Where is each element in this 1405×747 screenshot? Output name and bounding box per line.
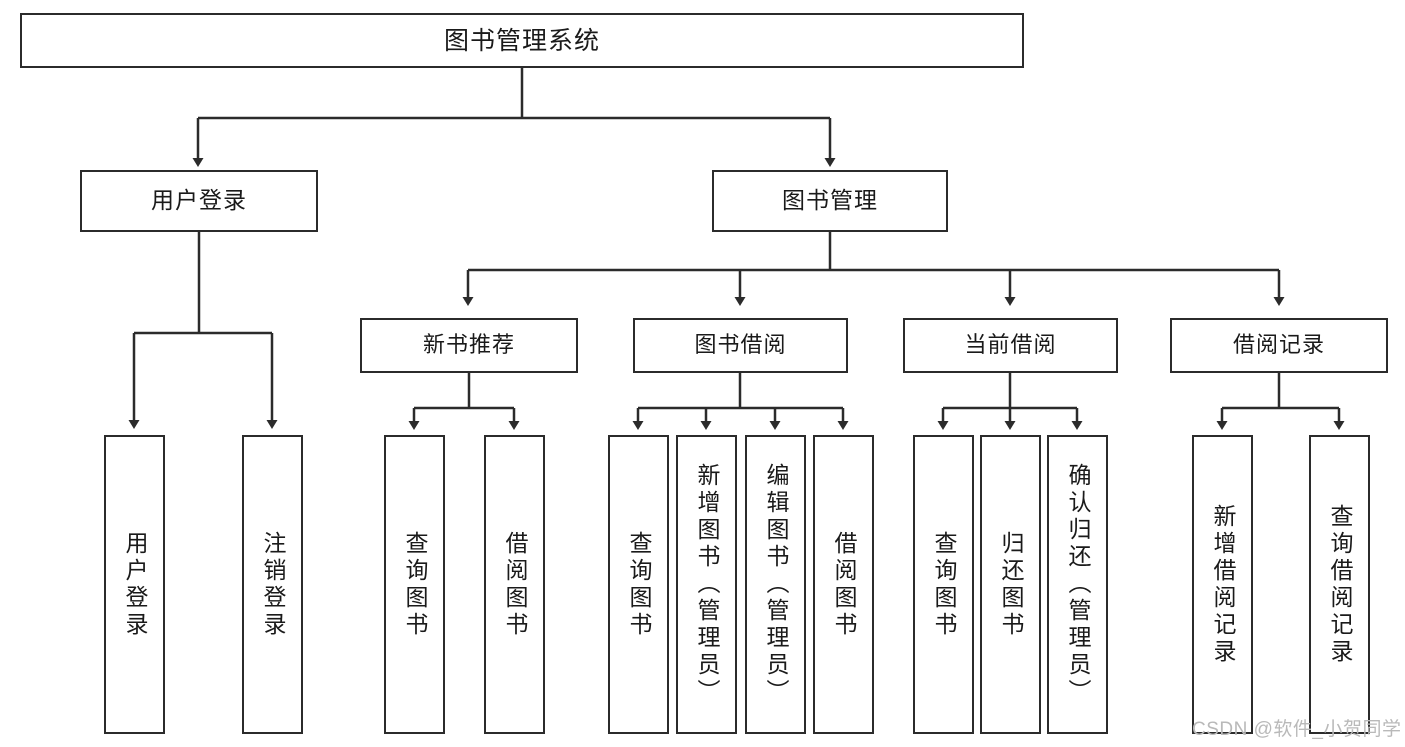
leaf-current-borrow-confirm[interactable]: 确认归还（管理员） [1047, 435, 1108, 734]
csdn-watermark: CSDN @软件_小贺同学 [1192, 719, 1402, 740]
leaf-book-borrow-query-label: 查询图书 [626, 530, 652, 639]
node-new-book-recommend-label: 新书推荐 [422, 332, 515, 358]
node-user-login[interactable]: 用户登录 [80, 170, 318, 232]
node-current-borrow[interactable]: 当前借阅 [903, 318, 1118, 373]
node-book-borrow[interactable]: 图书借阅 [633, 318, 848, 373]
leaf-borrow-record-query-label: 查询借阅记录 [1327, 503, 1353, 666]
node-root[interactable]: 图书管理系统 [20, 13, 1024, 68]
leaf-user-login-signout[interactable]: 注销登录 [242, 435, 303, 734]
leaf-new-book-borrow[interactable]: 借阅图书 [484, 435, 545, 734]
leaf-book-borrow-borrow[interactable]: 借阅图书 [813, 435, 874, 734]
node-new-book-recommend[interactable]: 新书推荐 [360, 318, 578, 373]
leaf-borrow-record-query[interactable]: 查询借阅记录 [1309, 435, 1370, 734]
leaf-book-borrow-borrow-label: 借阅图书 [831, 530, 857, 639]
leaf-new-book-query-label: 查询图书 [402, 530, 428, 639]
leaf-book-borrow-edit-label: 编辑图书（管理员） [763, 463, 789, 706]
node-book-management-label: 图书管理 [782, 187, 878, 214]
node-user-login-label: 用户登录 [151, 187, 247, 214]
node-current-borrow-label: 当前借阅 [964, 332, 1057, 358]
node-borrow-record[interactable]: 借阅记录 [1170, 318, 1388, 373]
leaf-book-borrow-query[interactable]: 查询图书 [608, 435, 669, 734]
node-book-borrow-label: 图书借阅 [694, 332, 787, 358]
leaf-borrow-record-add[interactable]: 新增借阅记录 [1192, 435, 1253, 734]
leaf-current-borrow-query[interactable]: 查询图书 [913, 435, 974, 734]
leaf-current-borrow-return-label: 归还图书 [998, 530, 1024, 639]
leaf-book-borrow-add-label: 新增图书（管理员） [694, 463, 720, 706]
leaf-user-login-signin[interactable]: 用户登录 [104, 435, 165, 734]
leaf-borrow-record-add-label: 新增借阅记录 [1210, 503, 1236, 666]
leaf-current-borrow-return[interactable]: 归还图书 [980, 435, 1041, 734]
node-book-management[interactable]: 图书管理 [712, 170, 948, 232]
node-root-label: 图书管理系统 [443, 26, 600, 55]
leaf-book-borrow-edit[interactable]: 编辑图书（管理员） [745, 435, 806, 734]
node-borrow-record-label: 借阅记录 [1232, 332, 1325, 358]
leaf-new-book-borrow-label: 借阅图书 [502, 530, 528, 639]
leaf-user-login-signout-label: 注销登录 [260, 530, 286, 639]
leaf-user-login-signin-label: 用户登录 [122, 530, 148, 639]
leaf-current-borrow-confirm-label: 确认归还（管理员） [1065, 463, 1091, 706]
leaf-new-book-query[interactable]: 查询图书 [384, 435, 445, 734]
leaf-book-borrow-add[interactable]: 新增图书（管理员） [676, 435, 737, 734]
leaf-current-borrow-query-label: 查询图书 [931, 530, 957, 639]
